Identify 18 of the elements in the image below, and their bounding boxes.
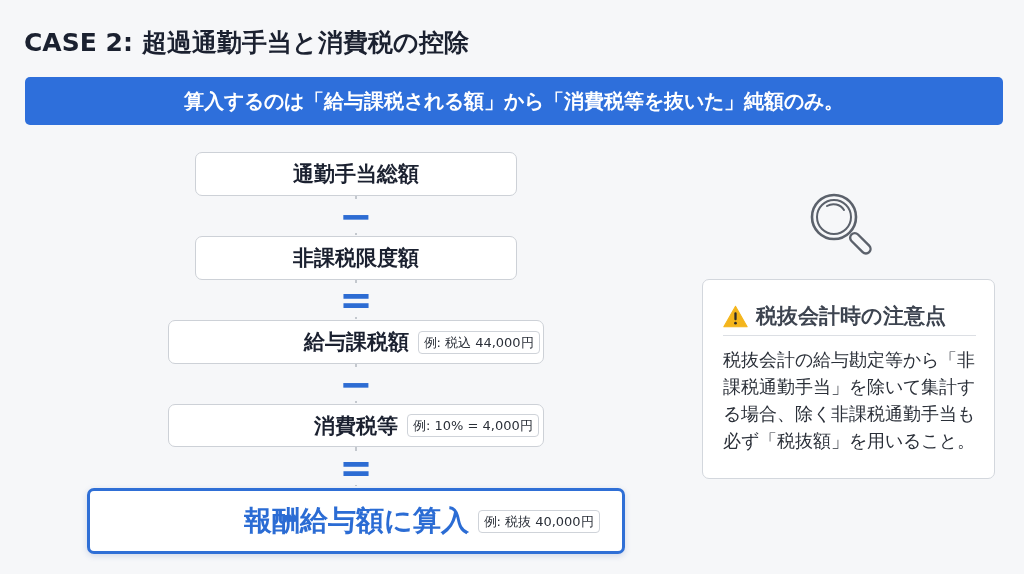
note-heading: 税抜会計時の注意点: [756, 303, 946, 330]
step-label: 消費税等: [314, 412, 398, 440]
result-box: [87, 488, 625, 554]
step-label: 給与課税額: [303, 329, 409, 356]
example-badge: 例: 10% = 4,000円: [407, 414, 539, 437]
step-box: [195, 152, 517, 196]
note-card: [702, 279, 995, 479]
page-title: CASE 2: 超過通勤手当と消費税の控除: [24, 27, 469, 59]
example-badge: 例: 税抜 40,000円: [477, 509, 600, 533]
step-box: [168, 404, 544, 447]
step-box: [195, 236, 517, 280]
result-label: 報酬給与額に算入: [243, 503, 469, 539]
step-label: 非課税限度額: [293, 245, 419, 272]
example-badge: 例: 税込 44,000円: [417, 330, 540, 354]
step-box: [168, 320, 544, 364]
note-text: 税抜会計の給与勘定等から「非課税通勤手当」を除いて集計する場合、除く非課税通勤手当も必ず「税抜額」を用いること。: [723, 348, 976, 453]
step-label: 通勤手当総額: [293, 161, 419, 188]
summary-banner: 算入するのは「給与課税される額」から「消費税等を抜いた」純額のみ。: [25, 77, 1003, 125]
